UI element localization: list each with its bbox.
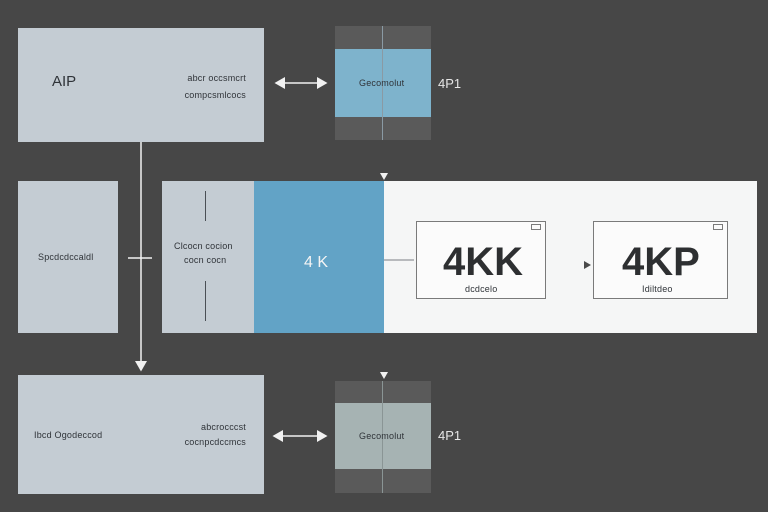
bottom-main-line1: abcrocccst (200, 422, 246, 432)
middle-left-box: Spcdcdccaldl (18, 181, 118, 333)
middle-light-area: 4KK dcdcelo 4KP Idiltdeo (384, 181, 757, 333)
card-4kp-corner-icon (713, 224, 723, 230)
bottom-tile-band (335, 403, 431, 469)
card-4kp-title: 4KP (622, 240, 700, 284)
card-4kk-caption: dcdcelo (465, 284, 498, 294)
center-marker-bottom (205, 281, 206, 321)
middle-left-label: Spcdcdccaldl (38, 252, 94, 262)
card-4kp-caption: Idiltdeo (642, 284, 673, 294)
bottom-main-box: Ibcd Ogodeccod abcrocccst cocnpcdccmcs (18, 375, 264, 494)
bottom-tile: Gecomolut (335, 381, 431, 493)
middle-center-line2: cocn cocn (184, 255, 227, 265)
middle-center-box: Clcocn cocion cocn cocn (162, 181, 254, 333)
top-tile-divider (382, 26, 383, 140)
top-tile-band (335, 49, 431, 117)
top-main-line1: abcr occsmcrt (187, 73, 246, 83)
top-down-arrow-icon (380, 173, 388, 180)
top-tile: Gecomolut (335, 26, 431, 140)
bottom-main-line2: cocnpcdccmcs (184, 437, 246, 447)
card-4kp: 4KP Idiltdeo (593, 221, 728, 299)
top-main-box: AIP abcr occsmcrt compcsmlcocs (18, 28, 264, 142)
bottom-main-title: Ibcd Ogodeccod (34, 430, 103, 440)
bottom-side-label: 4P1 (438, 428, 462, 443)
top-main-line2: compcsmlcocs (184, 90, 246, 100)
middle-highlight-label: 4 K (304, 254, 329, 271)
top-tile-label: Gecomolut (359, 78, 405, 88)
light-area-connectors (384, 259, 591, 269)
center-marker-top (205, 191, 206, 221)
card-4kk-corner-icon (531, 224, 541, 230)
middle-center-line1: Clcocn cocion (174, 241, 233, 251)
card-4kk: 4KK dcdcelo (416, 221, 546, 299)
top-main-title: AIP (52, 73, 77, 90)
bottom-down-arrow-icon (380, 372, 388, 379)
card-4kk-title: 4KK (443, 240, 524, 284)
bottom-tile-label: Gecomolut (359, 431, 405, 441)
top-side-label: 4P1 (438, 76, 462, 91)
middle-highlight-box: 4 K (254, 181, 384, 333)
bottom-tile-divider (382, 381, 383, 493)
